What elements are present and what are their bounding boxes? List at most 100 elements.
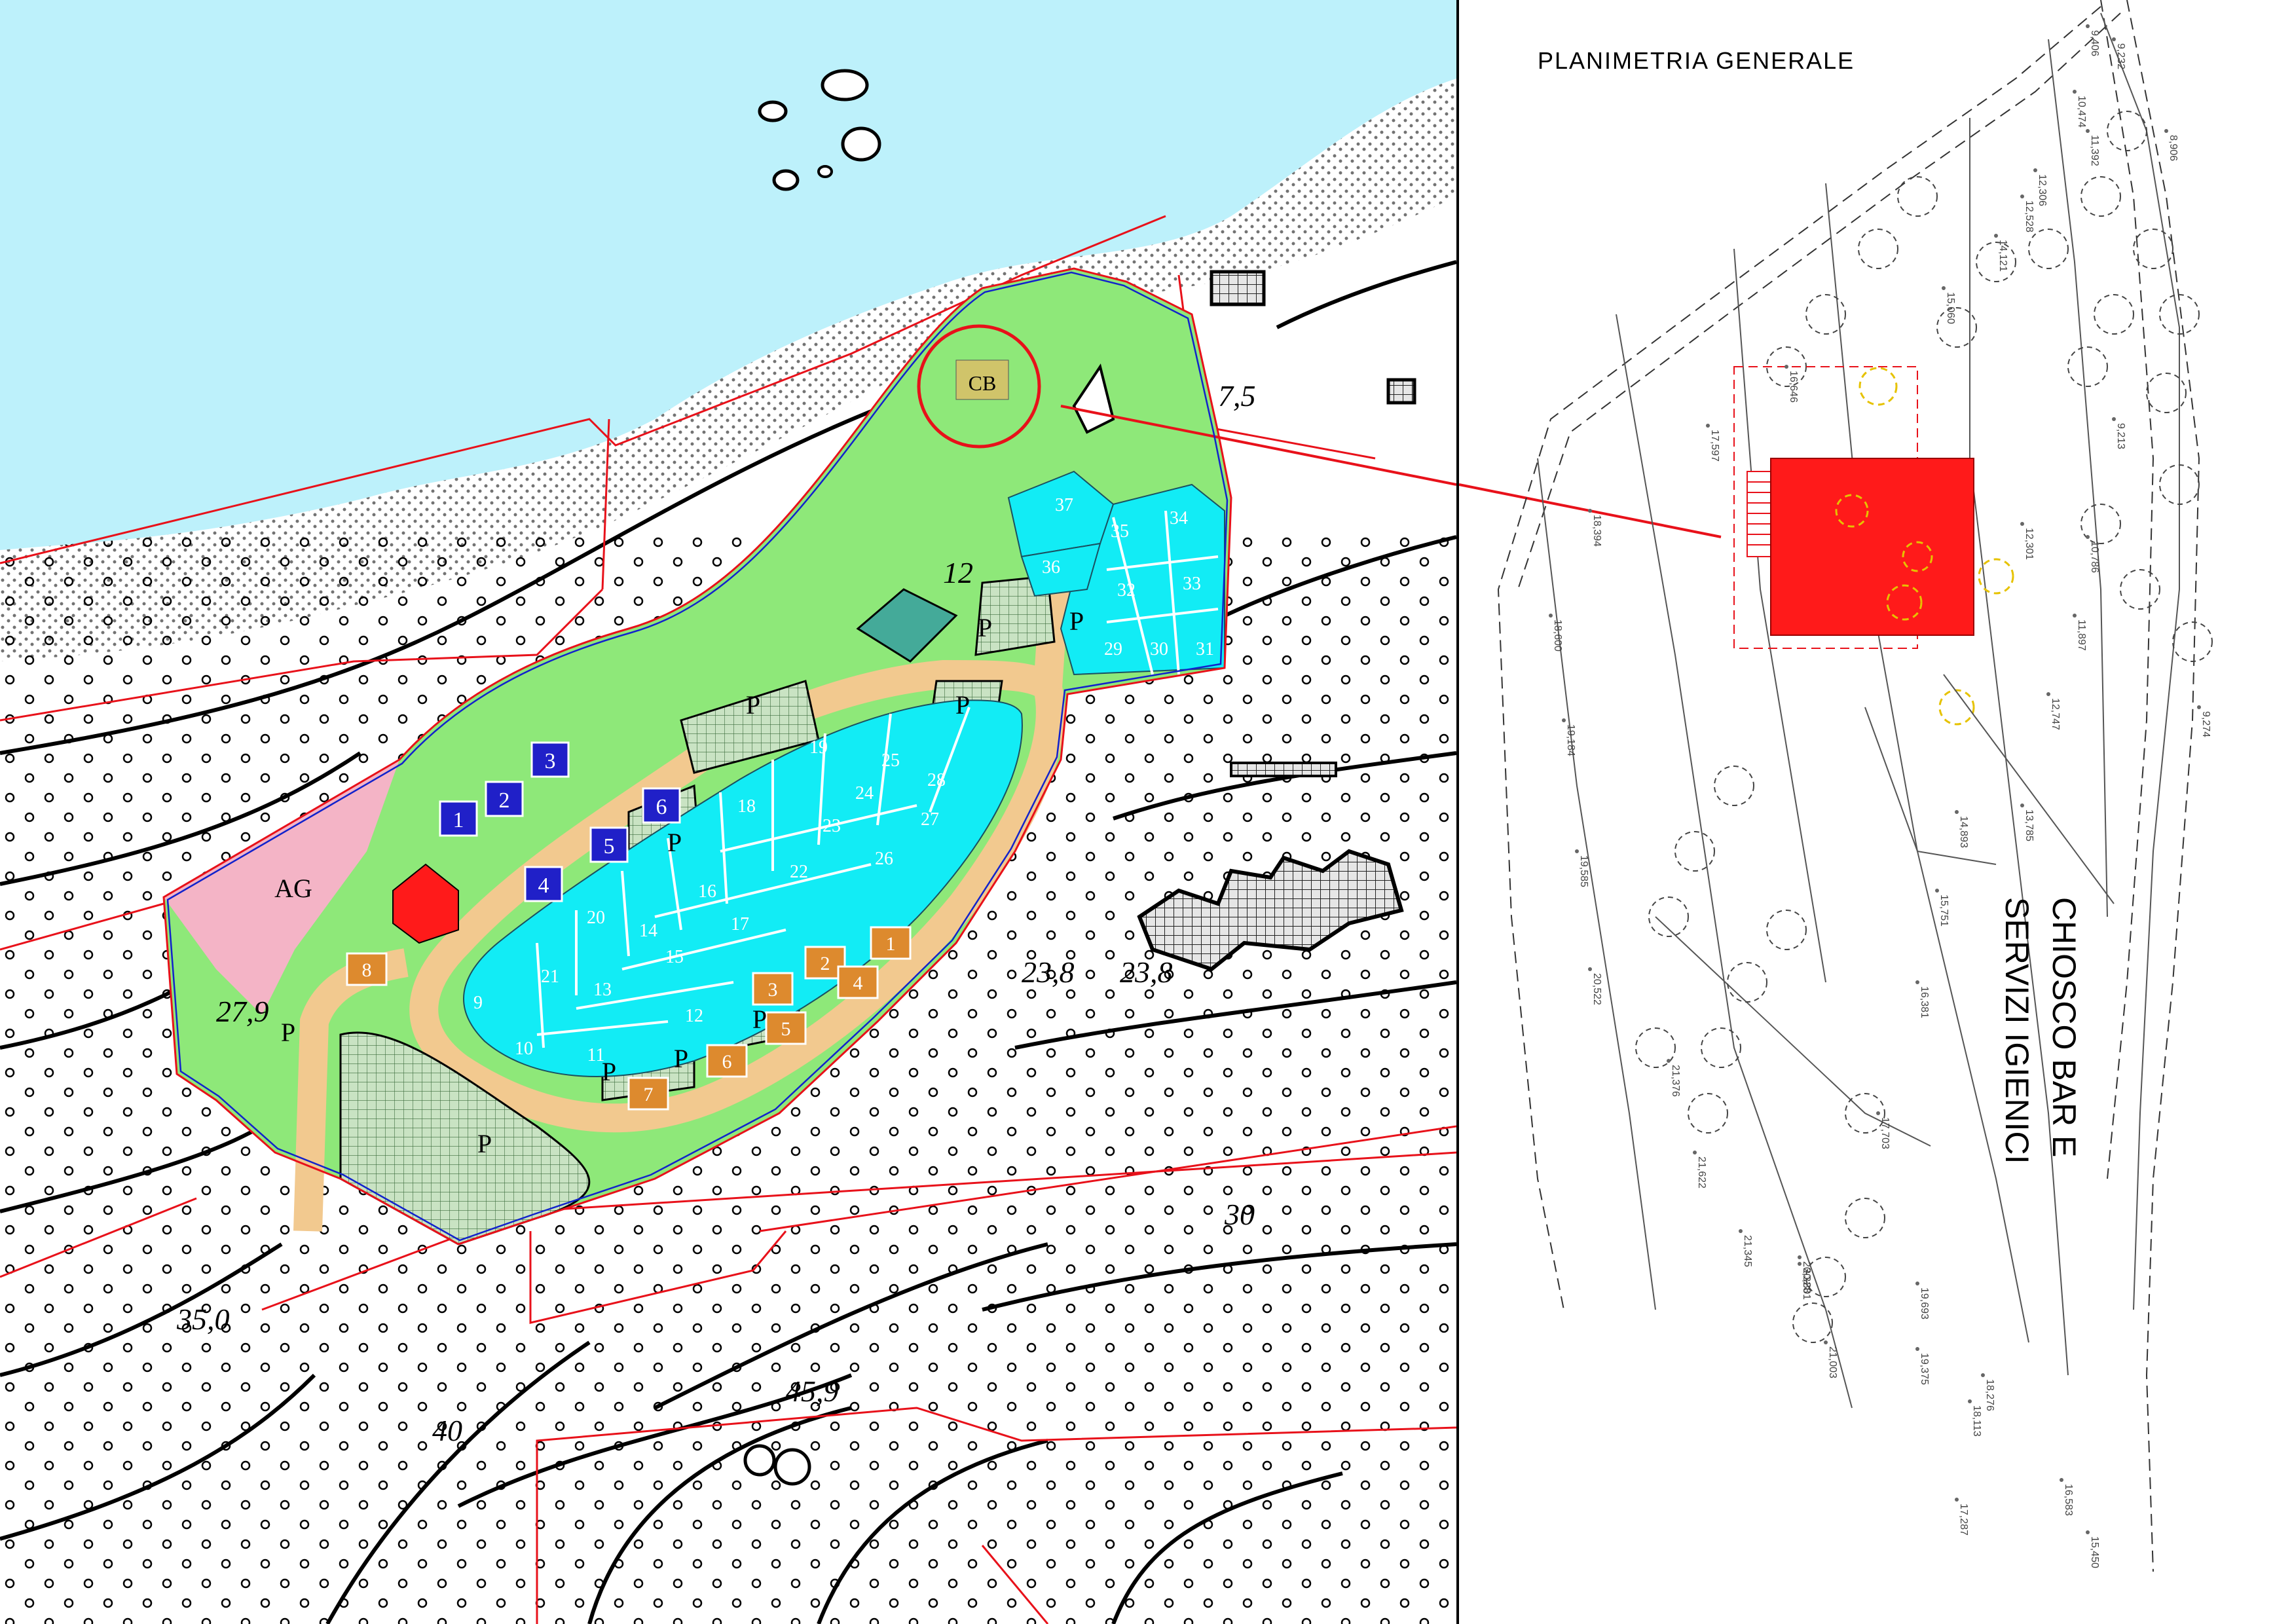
parking-labels: P P P P P P P P P P (281, 606, 1084, 1158)
spot-height: 16,646 (1784, 365, 1799, 403)
spot-height-value: 12,747 (2050, 698, 2061, 730)
spot-height: 12,747 (2046, 692, 2061, 730)
spot-height-value: 11,392 (2089, 135, 2100, 166)
spot-height-value: 9,406 (2089, 30, 2100, 56)
pitch-number: 37 (1055, 495, 1073, 515)
bungalow-number: 4 (538, 874, 549, 898)
elevation-label: 23,8 (1120, 955, 1173, 989)
parking-label: P (667, 828, 682, 857)
parking-label: P (1069, 606, 1084, 636)
site-boundary-red (162, 267, 1232, 1246)
islet (817, 165, 833, 178)
spot-height-value: 14,121 (1997, 240, 2008, 272)
pitch-number: 18 (737, 796, 756, 817)
pitch-number: 17 (731, 914, 749, 934)
pitch-number: 11 (587, 1045, 605, 1065)
spot-height-value: 15,751 (1938, 895, 1950, 927)
cb-highlight-circle (917, 324, 1041, 449)
protected-trees (1835, 367, 2014, 726)
elevation-label: 23,8 (1022, 955, 1075, 989)
pitch-areas (463, 470, 1225, 1077)
pitch-number: 31 (1196, 639, 1214, 659)
spot-height-value: 19,693 (1919, 1287, 1930, 1320)
elevation-label: 45,9 (786, 1375, 839, 1408)
spot-height-value: 9,232 (2115, 43, 2126, 69)
islet (758, 100, 788, 122)
elevation-label: 7,5 (1218, 379, 1256, 413)
spot-height-value: 21,622 (1696, 1156, 1707, 1189)
parking-label: P (477, 1129, 492, 1158)
spot-height: 8,906 (2164, 129, 2179, 161)
pitch-number: 33 (1183, 574, 1201, 594)
service-building-6: 6 (706, 1044, 748, 1078)
service-building-number: 5 (781, 1018, 791, 1040)
bungalow-2: 2 (485, 781, 524, 817)
pitch-number: 28 (927, 770, 946, 790)
label-leader (1943, 674, 2115, 904)
parking-label: P (674, 1044, 688, 1073)
pitch-number: 19 (809, 737, 828, 758)
spot-height-value: 11,897 (2076, 619, 2087, 651)
spot-height: 9,406 (2086, 24, 2100, 56)
pitch-number: 21 (541, 967, 559, 987)
pitch-division-lines (536, 510, 1219, 1048)
spot-height: 10,786 (2086, 535, 2100, 573)
spot-height-value: 16,583 (2063, 1484, 2074, 1516)
spot-height-value: 20,522 (1591, 973, 1602, 1005)
pitch-number: 35 (1111, 521, 1129, 542)
pitch-number: 15 (665, 947, 684, 967)
spot-height: 20,801 (1798, 1262, 1812, 1300)
pitch-number: 23 (823, 816, 841, 836)
panel-divider (1456, 0, 1459, 1624)
spot-height-value: 16,646 (1788, 371, 1799, 403)
spot-height: 17,703 (1876, 1111, 1891, 1149)
entrance-stairs (1747, 471, 1771, 557)
spot-height: 20,522 (1588, 967, 1602, 1005)
pitch-number: 12 (685, 1006, 703, 1026)
ag-label: AG (274, 874, 312, 903)
pitch-number: 27 (921, 809, 939, 830)
kiosk-label-line2: SERVIZI IGIENICI (1999, 897, 2035, 1164)
pitch-number: 36 (1042, 557, 1060, 578)
pitch-number: 32 (1117, 580, 1136, 600)
spot-height: 19,375 (1915, 1347, 1930, 1385)
cb-label: CB (969, 371, 997, 395)
spot-height: 18,113 (1968, 1399, 1982, 1437)
spot-height-value: 21,376 (1670, 1065, 1681, 1097)
bungalow-4: 4 (524, 866, 563, 902)
spot-height-value: 8,906 (2168, 135, 2179, 161)
spot-height-value: 19,585 (1578, 855, 1589, 887)
spot-height: 16,381 (1915, 980, 1930, 1018)
spot-height: 19,184 (1562, 718, 1576, 756)
parking-label: P (978, 613, 992, 642)
sea (0, 0, 1456, 550)
service-building-8: 8 (346, 952, 388, 986)
spot-height-value: 12,301 (2024, 528, 2035, 560)
spot-height-value: 19,184 (1565, 724, 1576, 756)
parking-label: P (955, 690, 970, 720)
existing-structure (773, 1448, 811, 1486)
pitch-number: 20 (587, 908, 605, 928)
parking-label: P (746, 690, 760, 720)
white-plot (1072, 363, 1115, 434)
spot-height: 9,213 (2112, 417, 2126, 449)
islet (772, 169, 800, 191)
spot-height: 19,693 (1915, 1282, 1930, 1320)
spot-height: 21,622 (1693, 1151, 1707, 1189)
spot-height: 21,345 (1739, 1229, 1753, 1267)
spot-height: 11,897 (2073, 614, 2087, 651)
bungalow-number: 3 (545, 749, 556, 773)
elevation-label: 40 (432, 1414, 462, 1447)
elevation-label: 30 (1224, 1198, 1255, 1231)
bungalow-number: 2 (499, 788, 510, 813)
pitch-number: 10 (515, 1039, 533, 1059)
reception-building (856, 588, 958, 663)
bungalow-3: 3 (530, 741, 570, 778)
internal-road (409, 660, 1065, 1133)
